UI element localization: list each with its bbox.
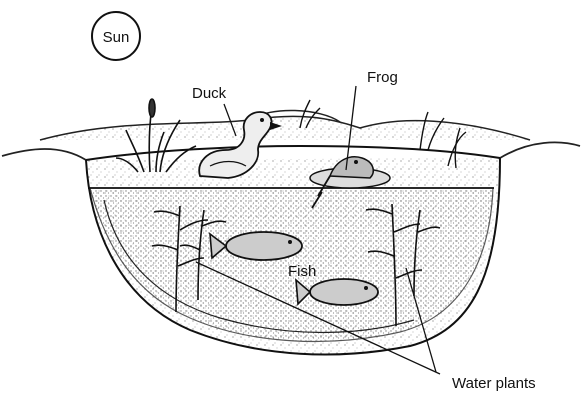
frog-label: Frog (367, 69, 398, 86)
pond-rim (86, 146, 500, 160)
far-bank (40, 110, 530, 140)
sun: Sun (92, 12, 140, 60)
water-plants-label: Water plants (452, 375, 536, 392)
sun-label: Sun (103, 29, 130, 46)
duck-label: Duck (192, 85, 227, 102)
fish-label: Fish (288, 263, 316, 280)
